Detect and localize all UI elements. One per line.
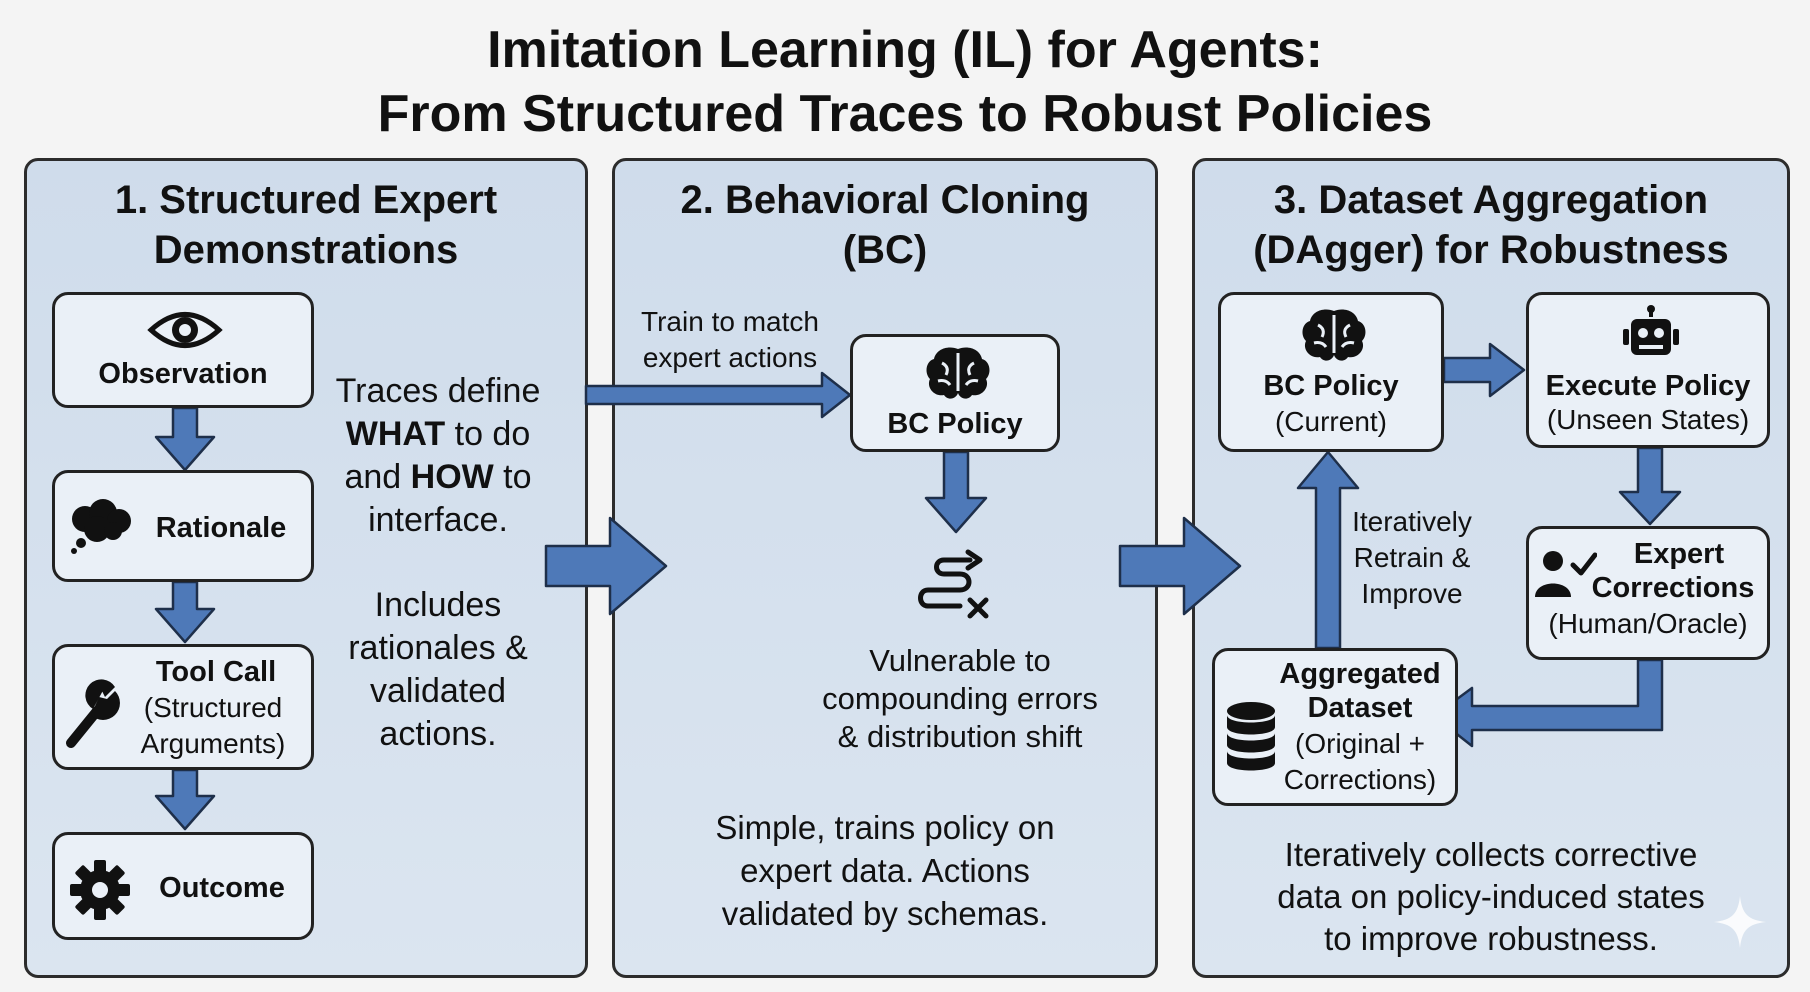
outcome-label: Outcome xyxy=(159,872,285,904)
arrow-rationale-to-toolcall xyxy=(154,580,216,644)
arrow-panel2-to-panel3 xyxy=(1118,516,1242,616)
diagram-title-line1: Imitation Learning (IL) for Agents: xyxy=(487,21,1323,79)
vuln-line1: Vulnerable to xyxy=(869,643,1051,678)
train-label-line1: Train to match xyxy=(641,306,819,337)
what-emphasis: WHAT xyxy=(345,415,446,453)
retrain-line3: Improve xyxy=(1361,578,1463,609)
panel3-title-line1: 3. Dataset Aggregation xyxy=(1273,178,1709,222)
traces-line4: interface. xyxy=(368,501,508,539)
arrow-bc-down xyxy=(924,450,988,534)
dagger-summary-line1: Iteratively collects corrective xyxy=(1284,836,1698,873)
dagger-summary-line3: to improve robustness. xyxy=(1324,920,1658,957)
traces-description: Traces define WHAT to do and HOW to inte… xyxy=(320,370,556,542)
aggregated-dataset-box[interactable]: Aggregated Dataset (Original + Correctio… xyxy=(1212,648,1458,806)
includes-line4: actions. xyxy=(379,715,497,753)
aggregated-line1: Aggregated xyxy=(1279,658,1441,690)
panel3-title: 3. Dataset Aggregation (DAgger) for Robu… xyxy=(1195,175,1787,275)
includes-line2: rationales & xyxy=(348,629,528,667)
arrow-dataset-to-bc xyxy=(1296,450,1360,650)
retrain-line1: Iteratively xyxy=(1352,506,1472,537)
dagger-bc-policy-label: BC Policy xyxy=(1263,370,1399,402)
expert-sub: (Human/Oracle) xyxy=(1548,608,1748,639)
arrow-toolcall-to-outcome xyxy=(154,768,216,831)
aggregated-line2: Dataset xyxy=(1307,692,1413,724)
eye-icon xyxy=(147,312,223,348)
execute-policy-label: Execute Policy xyxy=(1545,370,1751,402)
vuln-line3: & distribution shift xyxy=(837,719,1083,754)
outcome-box[interactable]: Outcome xyxy=(52,832,314,940)
arrow-train-to-bc xyxy=(584,371,852,419)
bc-policy-current-box[interactable]: BC Policy (Current) xyxy=(1218,292,1444,452)
tool-call-sub2: Arguments) xyxy=(140,728,286,759)
dagger-summary-line2: data on policy-induced states xyxy=(1277,878,1705,915)
bc-summary-line1: Simple, trains policy on xyxy=(715,809,1055,846)
arrow-expert-to-dataset xyxy=(1432,658,1664,748)
bc-policy-box[interactable]: BC Policy xyxy=(850,334,1060,452)
panel-behavioral-cloning: 2. Behavioral Cloning (BC) xyxy=(612,158,1158,978)
execute-policy-box[interactable]: Execute Policy (Unseen States) xyxy=(1526,292,1770,448)
bc-policy-label: BC Policy xyxy=(887,408,1023,440)
arrow-panel1-to-panel2 xyxy=(544,516,668,616)
aggregated-sub1: (Original + xyxy=(1295,728,1425,759)
vulnerable-description: Vulnerable to compounding errors & distr… xyxy=(770,642,1150,756)
execute-policy-sub: (Unseen States) xyxy=(1546,404,1750,435)
expert-label-line2: Corrections xyxy=(1591,572,1755,604)
panel2-title-line1: 2. Behavioral Cloning xyxy=(680,178,1090,222)
panel1-title: 1. Structured Expert Demonstrations xyxy=(27,175,585,275)
tool-call-box[interactable]: Tool Call (Structured Arguments) xyxy=(52,644,314,770)
retrain-label: Iteratively Retrain & Improve xyxy=(1340,504,1484,612)
traces-line3-rest: to xyxy=(493,458,532,496)
traces-line3: and HOW to xyxy=(320,456,556,499)
aggregated-sub2: Corrections) xyxy=(1283,764,1437,795)
train-label-line2: expert actions xyxy=(642,342,818,373)
panel1-title-line1: 1. Structured Expert xyxy=(114,178,498,222)
bc-summary-line3: validated by schemas. xyxy=(721,895,1049,932)
diagram-title-line2: From Structured Traces to Robust Policie… xyxy=(377,85,1433,143)
robot-icon xyxy=(1623,305,1679,355)
dagger-bc-policy-sub: (Current) xyxy=(1274,406,1387,437)
dagger-summary: Iteratively collects corrective data on … xyxy=(1206,834,1776,960)
observation-box[interactable]: Observation xyxy=(52,292,314,408)
arrow-execute-to-expert xyxy=(1618,446,1682,526)
observation-label: Observation xyxy=(98,358,268,390)
rationale-label: Rationale xyxy=(155,512,287,544)
rationale-box[interactable]: Rationale xyxy=(52,470,314,582)
retrain-line2: Retrain & xyxy=(1353,542,1471,573)
includes-description: Includes rationales & validated actions. xyxy=(320,584,556,756)
includes-line3: validated xyxy=(369,672,507,710)
expert-corrections-box[interactable]: Expert Corrections (Human/Oracle) xyxy=(1526,526,1770,660)
tool-call-label: Tool Call xyxy=(155,656,277,688)
database-icon xyxy=(1227,702,1275,771)
brain-icon xyxy=(1302,309,1366,361)
vuln-line2: compounding errors xyxy=(822,681,1098,716)
arrow-obs-to-rationale xyxy=(154,406,216,472)
brain-icon xyxy=(926,347,990,399)
panel2-title-line2: (BC) xyxy=(842,228,928,272)
thought-cloud-icon xyxy=(71,499,131,554)
tool-call-sub1: (Structured xyxy=(143,692,283,723)
traces-line3-pre: and xyxy=(344,458,411,496)
panel3-title-line2: (DAgger) for Robustness xyxy=(1253,228,1729,272)
error-path-icon xyxy=(918,549,989,619)
train-to-match-label: Train to match expert actions xyxy=(620,304,840,376)
user-check-icon xyxy=(1535,551,1597,597)
traces-line2-rest: to do xyxy=(445,415,531,453)
traces-line1: Traces define xyxy=(335,372,541,410)
panel2-title: 2. Behavioral Cloning (BC) xyxy=(615,175,1155,275)
sparkle-icon xyxy=(1714,896,1766,948)
how-emphasis: HOW xyxy=(410,458,494,496)
wrench-icon xyxy=(66,679,120,748)
arrow-bc-to-execute xyxy=(1442,342,1526,398)
gear-icon xyxy=(70,860,130,920)
expert-label-line1: Expert xyxy=(1633,538,1725,570)
includes-line1: Includes xyxy=(374,586,502,624)
bc-summary: Simple, trains policy on expert data. Ac… xyxy=(640,806,1130,935)
bc-summary-line2: expert data. Actions xyxy=(740,852,1030,889)
traces-line2: WHAT to do xyxy=(320,413,556,456)
panel1-title-line2: Demonstrations xyxy=(153,228,459,272)
